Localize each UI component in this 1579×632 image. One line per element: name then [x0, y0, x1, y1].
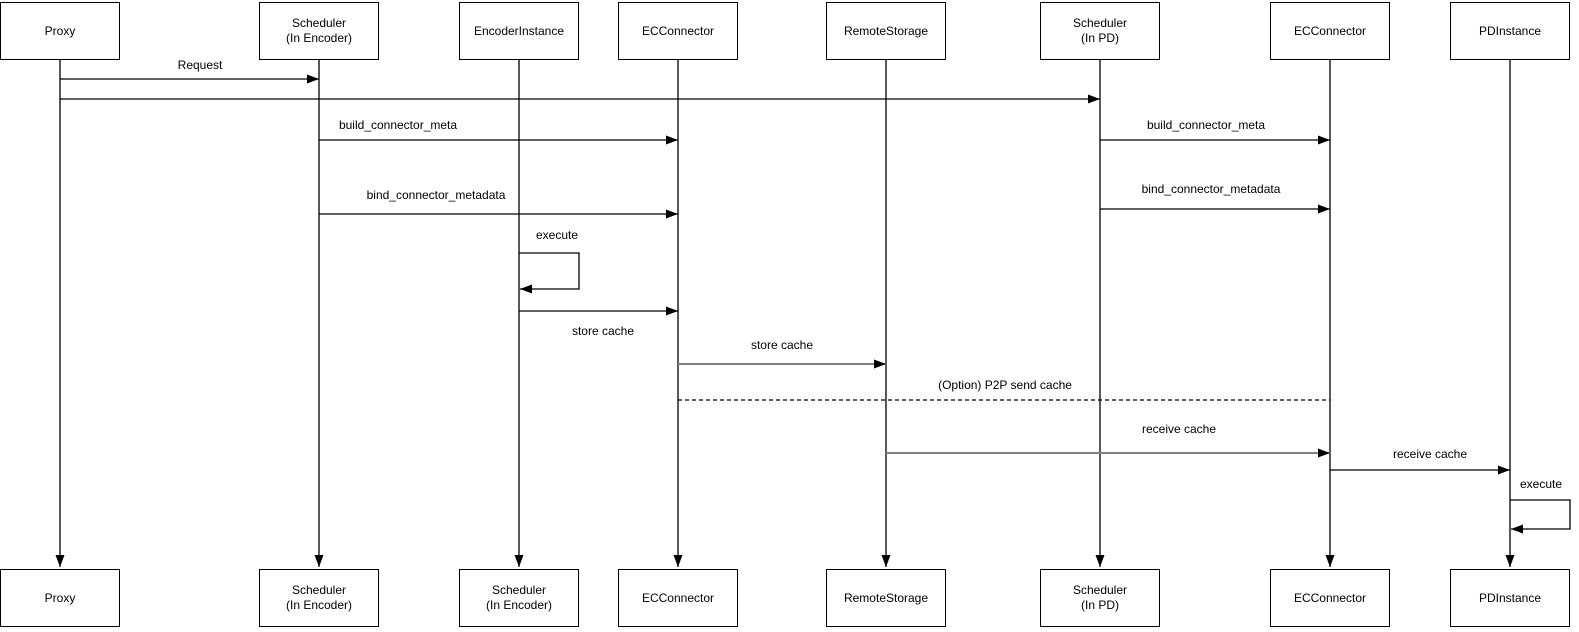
- self-loop-arrow: [1510, 499, 1571, 534]
- participant-label: RemoteStorage: [843, 590, 929, 605]
- message-label: execute: [535, 228, 579, 242]
- participant-box-ec-connector-left: ECConnector: [618, 2, 738, 60]
- message-label: store cache: [750, 338, 814, 352]
- participant-box-encoder-instance: EncoderInstance: [459, 2, 579, 60]
- participant-label: (In Encoder): [285, 598, 353, 612]
- participant-label: (In Encoder): [285, 31, 353, 45]
- participant-label: Scheduler: [491, 583, 547, 597]
- message-label: store cache: [571, 324, 635, 338]
- message-label: receive cache: [1141, 422, 1217, 436]
- participant-label: PDInstance: [1478, 590, 1542, 605]
- message-label: execute: [1519, 477, 1563, 491]
- participant-box-scheduler-pd-bottom: Scheduler(In PD): [1040, 569, 1160, 627]
- participant-box-scheduler-encoder-bottom: Scheduler(In Encoder): [259, 569, 379, 627]
- participant-box-proxy-bottom: Proxy: [0, 569, 120, 627]
- participant-label: PDInstance: [1478, 23, 1542, 38]
- participant-box-remote-storage-bottom: RemoteStorage: [826, 569, 946, 627]
- participant-label: (In PD): [1080, 31, 1119, 45]
- participant-box-proxy: Proxy: [0, 2, 120, 60]
- participant-label: RemoteStorage: [843, 23, 929, 38]
- participant-box-remote-storage: RemoteStorage: [826, 2, 946, 60]
- participant-label: Scheduler: [291, 16, 347, 30]
- participant-label: ECConnector: [1293, 590, 1367, 605]
- message-label: bind_connector_metadata: [1141, 182, 1281, 196]
- participant-label: Scheduler: [291, 583, 347, 597]
- participant-box-ec-connector-right-bottom: ECConnector: [1270, 569, 1390, 627]
- participant-label: EncoderInstance: [473, 23, 565, 38]
- self-loop-arrow: [519, 252, 580, 294]
- participant-label: ECConnector: [641, 23, 715, 38]
- message-label: build_connector_meta: [338, 118, 458, 132]
- participant-box-ec-connector-left-bottom: ECConnector: [618, 569, 738, 627]
- participant-label: Scheduler: [1072, 16, 1128, 30]
- participant-label: Proxy: [44, 23, 76, 38]
- participant-box-pd-instance: PDInstance: [1450, 2, 1570, 60]
- participant-box-pd-instance-bottom: PDInstance: [1450, 569, 1570, 627]
- message-label: build_connector_meta: [1146, 118, 1266, 132]
- participant-label: Scheduler: [1072, 583, 1128, 597]
- participant-label: (In Encoder): [485, 598, 553, 612]
- participant-box-scheduler-pd: Scheduler(In PD): [1040, 2, 1160, 60]
- message-label: bind_connector_metadata: [366, 188, 506, 202]
- participant-label: ECConnector: [641, 590, 715, 605]
- participant-label: ECConnector: [1293, 23, 1367, 38]
- lifelines: [55, 60, 1515, 567]
- participant-box-ec-connector-right: ECConnector: [1270, 2, 1390, 60]
- participant-box-scheduler-encoder: Scheduler(In Encoder): [259, 2, 379, 60]
- message-arrows: [60, 74, 1571, 534]
- message-label: (Option) P2P send cache: [938, 378, 1072, 392]
- participant-box-scheduler-encoder-2-bottom: Scheduler(In Encoder): [459, 569, 579, 627]
- participant-label: (In PD): [1080, 598, 1119, 612]
- message-label: Request: [177, 58, 223, 72]
- participant-label: Proxy: [44, 590, 76, 605]
- message-label: receive cache: [1392, 447, 1468, 461]
